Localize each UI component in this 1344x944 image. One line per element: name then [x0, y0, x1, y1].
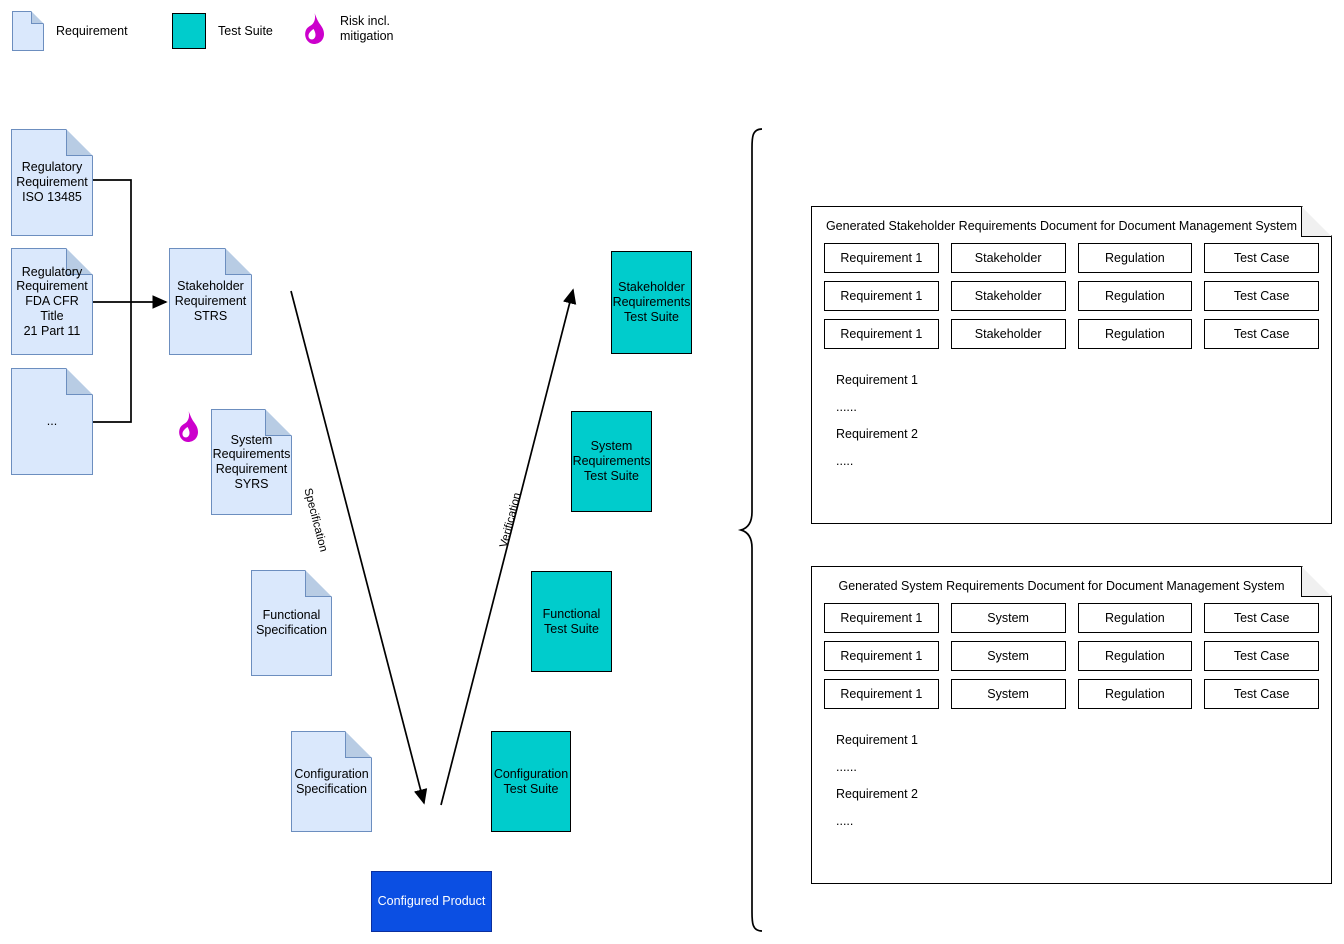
- cell-requirement[interactable]: Requirement 1: [824, 603, 939, 633]
- system-requirements-syrs-node[interactable]: System Requirements Requirement SYRS: [211, 409, 292, 515]
- regulatory-requirement-more-label: ...: [46, 414, 58, 429]
- cell-actor[interactable]: Stakeholder: [950, 319, 1066, 349]
- legend-item-requirement: Requirement: [12, 11, 128, 51]
- cell-requirement[interactable]: Requirement 1: [824, 319, 939, 349]
- legend-item-risk: Risk incl. mitigation: [298, 12, 394, 46]
- cell-actor[interactable]: System: [950, 679, 1066, 709]
- configuration-specification-node[interactable]: Configuration Specification: [291, 731, 372, 832]
- cell-regulation[interactable]: Regulation: [1077, 319, 1193, 349]
- generated-stakeholder-document-title: Generated Stakeholder Requirements Docum…: [825, 219, 1298, 233]
- legend-label-test-suite: Test Suite: [218, 23, 273, 38]
- edge-verification-arm: [440, 288, 577, 806]
- generated-system-document-table: Requirement 1 System Regulation Test Cas…: [812, 593, 1331, 709]
- cell-test-case[interactable]: Test Case: [1204, 281, 1319, 311]
- functional-specification-node[interactable]: Functional Specification: [251, 570, 332, 676]
- generated-stakeholder-document-body: Requirement 1 ...... Requirement 2 .....: [812, 357, 1331, 468]
- system-requirements-syrs-label: System Requirements Requirement SYRS: [212, 432, 291, 491]
- risk-flame-icon-syrs: [179, 411, 198, 442]
- table-row: Requirement 1 System Regulation Test Cas…: [824, 641, 1319, 671]
- stakeholder-requirement-strs-node[interactable]: Stakeholder Requirement STRS: [169, 248, 252, 355]
- system-requirements-test-suite-label: System Requirements Test Suite: [572, 439, 651, 483]
- table-row: Requirement 1 System Regulation Test Cas…: [824, 603, 1319, 633]
- cell-regulation[interactable]: Regulation: [1077, 243, 1193, 273]
- cell-regulation[interactable]: Regulation: [1077, 603, 1193, 633]
- system-requirements-test-suite-node[interactable]: System Requirements Test Suite: [571, 411, 652, 512]
- body-line: Requirement 2: [836, 427, 918, 441]
- body-line: .....: [836, 814, 854, 828]
- generated-system-requirements-document[interactable]: Generated System Requirements Document f…: [811, 565, 1333, 884]
- generated-stakeholder-document-table: Requirement 1 Stakeholder Regulation Tes…: [812, 233, 1331, 349]
- table-row: Requirement 1 Stakeholder Regulation Tes…: [824, 319, 1319, 349]
- body-line: ......: [836, 760, 857, 774]
- test-suite-icon: [172, 13, 206, 49]
- functional-test-suite-label: Functional Test Suite: [542, 606, 601, 636]
- cell-actor[interactable]: System: [950, 603, 1066, 633]
- cell-actor[interactable]: System: [950, 641, 1066, 671]
- cell-actor[interactable]: Stakeholder: [950, 281, 1066, 311]
- cell-test-case[interactable]: Test Case: [1204, 603, 1319, 633]
- requirement-document-icon: [12, 11, 44, 51]
- configured-product-label: Configured Product: [377, 894, 486, 909]
- legend-label-requirement: Requirement: [56, 23, 128, 38]
- risk-flame-icon: [305, 13, 324, 44]
- functional-test-suite-node[interactable]: Functional Test Suite: [531, 571, 612, 672]
- configured-product-node[interactable]: Configured Product: [371, 871, 492, 932]
- regulatory-requirement-fda-node[interactable]: Regulatory Requirement FDA CFR Title 21 …: [11, 248, 93, 355]
- stakeholder-requirements-test-suite-label: Stakeholder Requirements Test Suite: [612, 280, 691, 324]
- configuration-test-suite-label: Configuration Test Suite: [493, 766, 569, 796]
- cell-regulation[interactable]: Regulation: [1077, 641, 1193, 671]
- edge-specification-arm: [290, 290, 428, 805]
- legend-item-test-suite: Test Suite: [172, 13, 273, 49]
- stakeholder-requirements-test-suite-node[interactable]: Stakeholder Requirements Test Suite: [611, 251, 692, 354]
- table-row: Requirement 1 Stakeholder Regulation Tes…: [824, 243, 1319, 273]
- cell-requirement[interactable]: Requirement 1: [824, 243, 939, 273]
- generated-system-document-body: Requirement 1 ...... Requirement 2 .....: [812, 717, 1331, 828]
- body-line: Requirement 2: [836, 787, 918, 801]
- body-line: Requirement 1: [836, 373, 918, 387]
- regulatory-requirement-iso-node[interactable]: Regulatory Requirement ISO 13485: [11, 129, 93, 236]
- cell-test-case[interactable]: Test Case: [1204, 641, 1319, 671]
- regulatory-requirement-more-node[interactable]: ...: [11, 368, 93, 475]
- cell-test-case[interactable]: Test Case: [1204, 679, 1319, 709]
- cell-regulation[interactable]: Regulation: [1077, 281, 1193, 311]
- cell-actor[interactable]: Stakeholder: [950, 243, 1066, 273]
- legend-label-risk: Risk incl. mitigation: [340, 14, 394, 43]
- cell-test-case[interactable]: Test Case: [1204, 243, 1319, 273]
- cell-test-case[interactable]: Test Case: [1204, 319, 1319, 349]
- cell-requirement[interactable]: Requirement 1: [824, 679, 939, 709]
- configuration-specification-label: Configuration Specification: [294, 766, 369, 796]
- body-line: .....: [836, 454, 854, 468]
- grouping-brace: [737, 128, 763, 932]
- configuration-test-suite-node[interactable]: Configuration Test Suite: [491, 731, 571, 832]
- cell-requirement[interactable]: Requirement 1: [824, 281, 939, 311]
- regulatory-requirement-fda-label: Regulatory Requirement FDA CFR Title 21 …: [16, 264, 88, 338]
- body-line: Requirement 1: [836, 733, 918, 747]
- generated-system-document-title: Generated System Requirements Document f…: [838, 579, 1285, 593]
- edge-regulatory-to-strs: [93, 179, 168, 423]
- table-row: Requirement 1 Stakeholder Regulation Tes…: [824, 281, 1319, 311]
- stakeholder-requirement-strs-label: Stakeholder Requirement STRS: [174, 279, 247, 323]
- cell-regulation[interactable]: Regulation: [1077, 679, 1193, 709]
- functional-specification-label: Functional Specification: [256, 608, 327, 637]
- generated-stakeholder-requirements-document[interactable]: Generated Stakeholder Requirements Docum…: [811, 205, 1333, 524]
- body-line: ......: [836, 400, 857, 414]
- regulatory-requirement-iso-label: Regulatory Requirement ISO 13485: [16, 160, 88, 204]
- table-row: Requirement 1 System Regulation Test Cas…: [824, 679, 1319, 709]
- cell-requirement[interactable]: Requirement 1: [824, 641, 939, 671]
